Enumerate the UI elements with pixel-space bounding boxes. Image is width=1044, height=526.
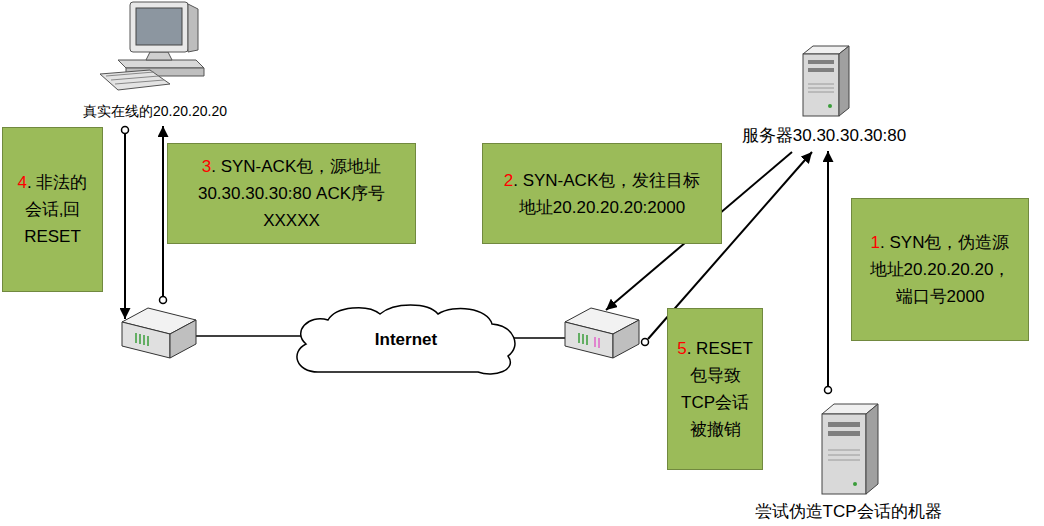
router-icon	[565, 308, 639, 358]
router-front	[122, 322, 170, 358]
callout-box: 5. RESET 包导致 TCP会话 被撤销	[667, 308, 763, 470]
callout-text: 3. SYN-ACK包，源地址 30.30.30.30:80 ACK序号 XXX…	[173, 153, 410, 234]
step-description: . RESET 包导致 TCP会话 被撤销	[681, 339, 753, 439]
monitor-case	[130, 2, 188, 52]
step-number: 5	[677, 339, 686, 358]
step-number: 1	[871, 233, 880, 252]
router-front	[565, 322, 613, 358]
server-drive	[808, 60, 834, 64]
server-side	[866, 404, 878, 494]
step-number: 3	[202, 157, 211, 176]
callout-box: 2. SYN-ACK包，发往目标 地址20.20.20.20:2000	[482, 143, 722, 244]
callout-text: 2. SYN-ACK包，发往目标 地址20.20.20.20:2000	[488, 167, 716, 221]
server-side	[839, 46, 849, 116]
step-description: . SYN-ACK包，发往目标 地址20.20.20.20:2000	[513, 171, 700, 217]
callout-text: 5. RESET 包导致 TCP会话 被撤销	[673, 335, 757, 443]
step-number: 2	[504, 171, 513, 190]
server-led	[828, 104, 832, 108]
desktop-case-top	[118, 60, 204, 68]
attacker-machine: 尝试伪造TCP会话的机器	[730, 390, 966, 524]
server-icon	[803, 46, 849, 116]
arrow-tail-dot	[825, 387, 832, 394]
callout-box: 4. 非法的 会话,回 RESET	[2, 127, 103, 292]
monitor-screen	[136, 8, 182, 45]
arrow-tail-dot	[160, 297, 167, 304]
internet-cloud: Internet	[288, 302, 524, 378]
arrow-tail-dot	[122, 127, 129, 134]
server-led	[853, 482, 857, 486]
server-vents	[808, 84, 834, 92]
router-ports	[136, 333, 148, 346]
network-wire	[196, 335, 312, 337]
attacker-server-icon	[822, 404, 878, 494]
step-description: . 非法的 会话,回 RESET	[24, 173, 87, 246]
step-description: . SYN-ACK包，源地址 30.30.30.30:80 ACK序号 XXXX…	[198, 157, 385, 230]
step-description: . SYN包，伪造源 地址20.20.20.20， 端口号2000	[870, 233, 1011, 306]
arrow-tail-dot	[642, 339, 649, 346]
server-drive	[828, 422, 860, 427]
keyboard	[100, 70, 170, 90]
callout-text: 4. 非法的 会话,回 RESET	[8, 169, 97, 250]
reset-arrow	[124, 134, 126, 319]
step-number: 4	[18, 173, 27, 192]
router-side	[170, 320, 196, 358]
server-vents	[828, 450, 860, 460]
syn-arrow	[827, 151, 829, 390]
router-ports	[579, 333, 587, 345]
server-drive	[828, 431, 860, 436]
monitor-side	[188, 4, 198, 52]
keyboard-keys	[106, 72, 164, 84]
cloud-shape	[297, 305, 515, 374]
host-computer: 真实在线的20.20.20.20	[60, 4, 250, 122]
desktop-computer-icon	[100, 2, 204, 90]
web-server: 服务器30.30.30.30:80	[722, 40, 926, 148]
server-front	[822, 414, 866, 494]
monitor-stand	[146, 52, 172, 60]
router-side	[613, 320, 639, 358]
syn-ack-arrow	[162, 126, 164, 296]
callout-box: 3. SYN-ACK包，源地址 30.30.30.30:80 ACK序号 XXX…	[167, 143, 416, 244]
router-icon	[122, 308, 196, 358]
host-label: 真实在线的20.20.20.20	[83, 103, 227, 120]
cloud-label: Internet	[375, 330, 437, 350]
server-front	[803, 54, 839, 116]
server-drive	[808, 68, 834, 72]
callout-text: 1. SYN包，伪造源 地址20.20.20.20， 端口号2000	[857, 229, 1023, 310]
host-label: 尝试伪造TCP会话的机器	[755, 502, 942, 522]
host-label: 服务器30.30.30.30:80	[742, 126, 906, 146]
router-ports	[595, 337, 599, 348]
callout-box: 1. SYN包，伪造源 地址20.20.20.20， 端口号2000	[851, 198, 1029, 341]
